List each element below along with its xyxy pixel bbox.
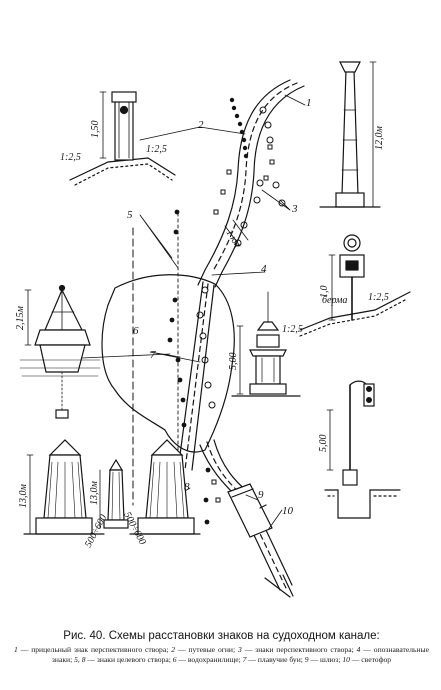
lantern-post [231, 321, 301, 397]
shore-markers [211, 144, 275, 503]
legend-text: — прицельный знак перспективного створа; [17, 645, 172, 654]
legend-num: 3 [238, 645, 242, 654]
traffic-light [324, 380, 401, 519]
path-lights [167, 97, 249, 525]
dim-km: 1 км [223, 228, 242, 250]
top-left-sign [69, 91, 176, 186]
lock-structure [227, 483, 273, 538]
slope-label-right-left: 1:2,5 [282, 324, 303, 335]
callout-10: 10 [282, 505, 294, 517]
dim-buoy: 2,15м [15, 306, 26, 331]
caption-legend: 1 — прицельный знак перспективного створ… [14, 645, 429, 664]
legend-text: — светофор [349, 654, 392, 664]
lighthouse-left [23, 439, 105, 535]
legend-num: 2 [171, 645, 176, 654]
lighthouse-right [129, 439, 201, 535]
dim-top-sign: 1,50 [90, 121, 101, 139]
legend-text: — шлюз; [308, 654, 343, 664]
callout-4: 4 [261, 263, 267, 275]
floating-buoy [19, 284, 101, 419]
dim-lighthouse: 13,0м [18, 484, 29, 509]
callout-7: 7 [150, 349, 156, 361]
canal-sign-diagram: 1 2 3 4 5 6 7 8 9 10 1:2,5 1:2,5 1:2,5 1… [15, 61, 411, 598]
callout-6: 6 [133, 325, 139, 337]
legend-num: 1 [14, 645, 18, 654]
callout-3: 3 [291, 203, 298, 215]
legend-num: 6 [172, 654, 177, 664]
slope-label-right-right: 1:2,5 [368, 292, 389, 303]
callout-5: 5 [127, 209, 133, 221]
legend-text: — знаки перспективного створа; [241, 645, 357, 654]
legend-text: — знаки целевого створа; [85, 654, 173, 664]
callout-1: 1 [306, 97, 312, 109]
dim-range-sign: 1,0 [319, 286, 330, 299]
tall-tower [319, 61, 381, 208]
dim-lantern: 5,00 [228, 353, 239, 371]
legend-text: — плавучие буи; [246, 654, 305, 664]
legend-num: 5, 8 [74, 654, 86, 664]
dim-tower: 12,0м [374, 126, 385, 151]
lighthouse-small [99, 458, 129, 529]
legend-num: 4 [356, 645, 361, 654]
berma-label: берма [322, 295, 347, 306]
caption-title: Рис. 40. Схемы расстановки знаков на суд… [63, 630, 380, 642]
slope-label-top-left: 1:2,5 [60, 152, 81, 163]
slope-label-top-right: 1:2,5 [146, 144, 167, 155]
legend-num: 9 [304, 654, 309, 664]
legend-text: — опознавательные знаки; [51, 645, 430, 664]
range-sign [299, 234, 411, 337]
dim-lighthouse-small: 13,0м [89, 481, 100, 506]
callout-8: 8 [184, 481, 190, 493]
buoys-open [196, 106, 286, 409]
legend-num: 10 [342, 654, 350, 664]
reservoir-outline [101, 274, 235, 453]
legend-text: — водохранилище; [176, 654, 243, 664]
canal-channel [177, 79, 305, 598]
legend-text: — путевые огни; [175, 645, 239, 654]
figure-caption: Рис. 40. Схемы расстановки знаков на суд… [14, 630, 429, 664]
dim-traffic-light: 5,00 [318, 435, 329, 453]
callout-9: 9 [258, 489, 264, 501]
callout-2: 2 [198, 119, 204, 131]
legend-num: 7 [242, 654, 247, 664]
